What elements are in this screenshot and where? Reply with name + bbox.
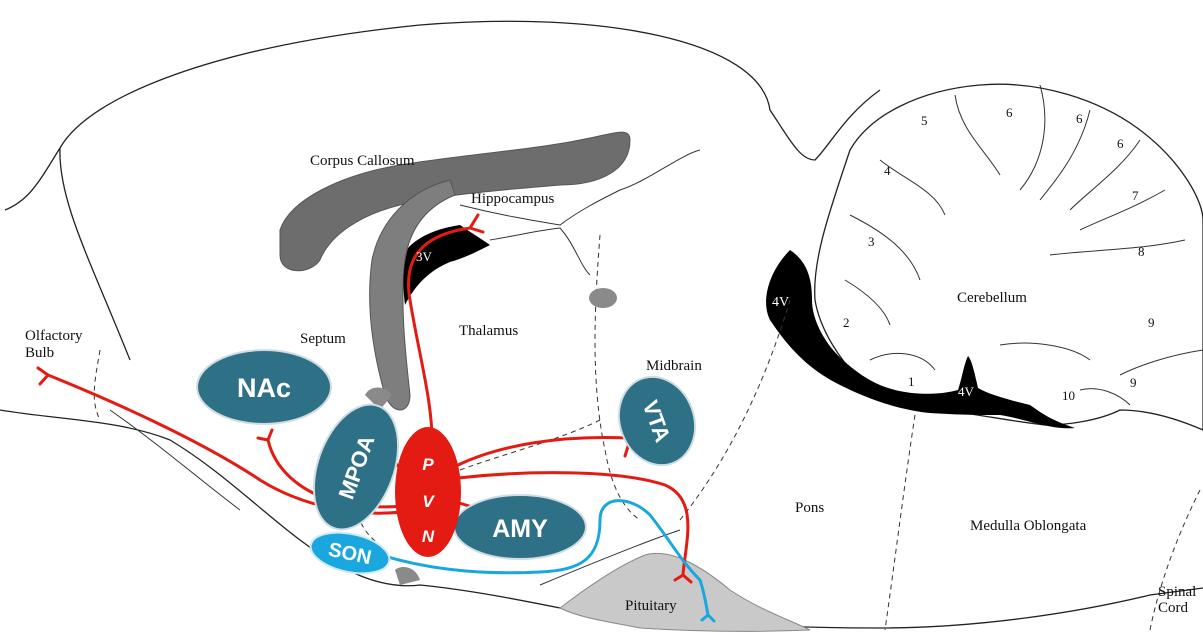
oxytocin-projections	[38, 215, 691, 582]
cerebellar-lobule-numbers: 1 2 3 4 5 6 6 6 7 8 9 9 10	[843, 105, 1155, 403]
lobule-number: 6	[1006, 105, 1013, 120]
cerebellar-folia	[845, 85, 1203, 405]
pons-label: Pons	[795, 500, 824, 516]
olfactory-bulb-label-line1: Olfactory	[25, 328, 83, 344]
midbrain-label: Midbrain	[646, 358, 702, 374]
pvn-letter-v: V	[422, 492, 435, 511]
lobule-number: 10	[1062, 388, 1075, 403]
nac-label: NAc	[237, 373, 291, 403]
fourth-ventricle-label-upper: 4V	[772, 295, 789, 310]
corpus-callosum-label: Corpus Callosum	[310, 153, 415, 169]
pvn-letter-p: P	[422, 455, 434, 474]
optic-chiasm	[395, 567, 420, 585]
medulla-label: Medulla Oblongata	[970, 518, 1087, 534]
cerebellum-outline	[815, 84, 1203, 430]
lobule-number: 7	[1132, 188, 1139, 203]
lobule-number: 3	[868, 234, 875, 249]
thalamus-contour	[490, 228, 590, 275]
fornix-shape	[370, 180, 455, 410]
hippocampus-label: Hippocampus	[471, 191, 554, 207]
fourth-ventricle-label-lower: 4V	[958, 384, 975, 399]
lobule-number: 1	[908, 374, 915, 389]
medial-preoptic-area: MPOA	[298, 393, 414, 541]
cerebellum-label: Cerebellum	[957, 290, 1027, 306]
pvn-letter-n: N	[422, 527, 435, 546]
lobule-number: 9	[1130, 375, 1137, 390]
fourth-ventricle-shape	[766, 250, 1075, 428]
lobule-number: 4	[884, 163, 891, 178]
supraoptic-nucleus: SON	[307, 526, 393, 580]
third-ventricle-shape	[403, 225, 490, 305]
ventral-tegmental-area: VTA	[607, 366, 707, 476]
anterior-commissure	[589, 288, 617, 308]
spinal-cord-label-line2: Cord	[1158, 600, 1189, 616]
pituitary-label: Pituitary	[625, 598, 677, 614]
spinal-cord-label-line1: Spinal	[1158, 584, 1196, 600]
nucleus-accumbens: NAc	[197, 350, 331, 424]
frontal-inner-line	[110, 410, 240, 510]
paraventricular-nucleus: P V N	[395, 427, 461, 557]
amygdala: AMY	[454, 495, 586, 559]
septum-label: Septum	[300, 331, 346, 347]
lobule-number: 8	[1138, 244, 1145, 259]
amy-label: AMY	[492, 515, 548, 543]
third-ventricle-label: 3V	[416, 249, 433, 264]
lobule-number: 5	[921, 113, 928, 128]
lobule-number: 2	[843, 315, 850, 330]
cortex-outline	[60, 21, 880, 160]
lobule-number: 9	[1148, 315, 1155, 330]
lobule-number: 6	[1076, 111, 1083, 126]
lobule-number: 6	[1117, 136, 1124, 151]
olfactory-bulb-label-line2: Bulb	[25, 345, 54, 361]
thalamus-label: Thalamus	[459, 323, 518, 339]
